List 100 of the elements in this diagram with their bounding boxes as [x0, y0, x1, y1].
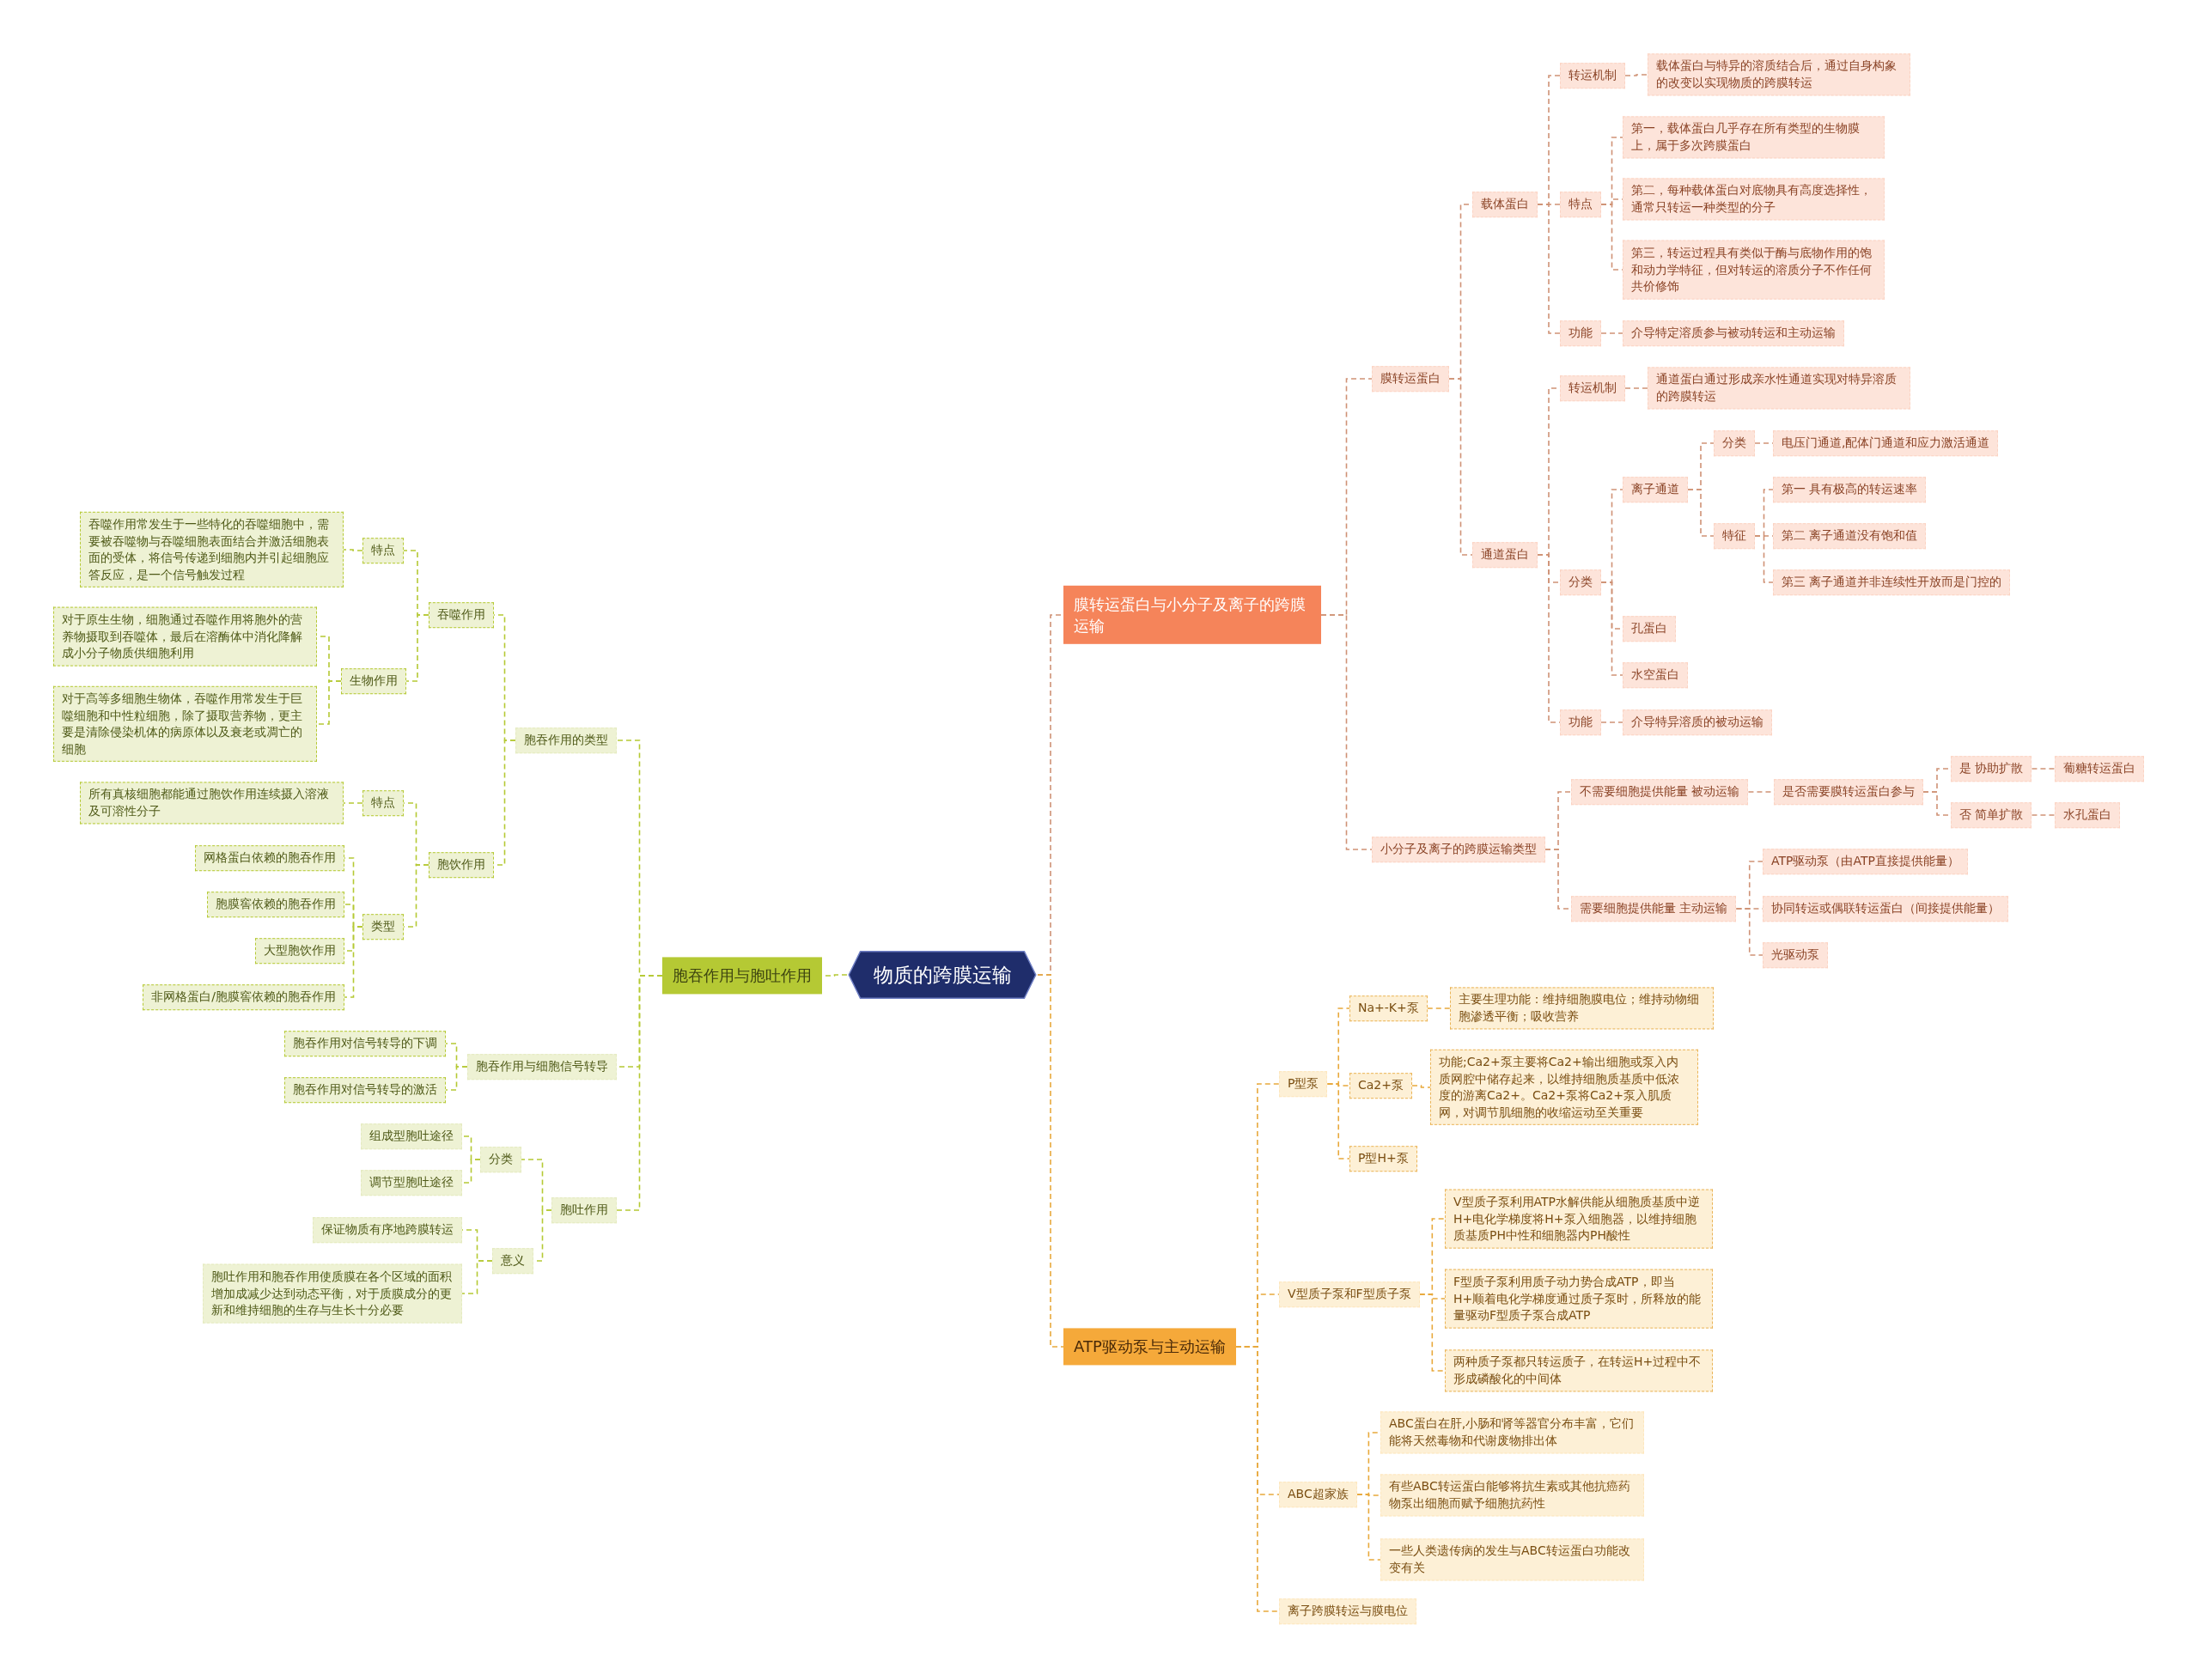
subtopic-box: 调节型胞吐途径 — [361, 1170, 462, 1196]
subtopic-box: P型泵 — [1279, 1071, 1328, 1097]
subtopic-box: 转运机制 — [1560, 375, 1625, 401]
subtopic-box: 特点 — [362, 790, 404, 816]
subtopic-box: P型H+泵 — [1349, 1146, 1417, 1172]
detail-note-box: 第三，转运过程具有类似于酶与底物作用的饱和动力学特征，但对转运的溶质分子不作任何共价修饰 — [1623, 240, 1885, 300]
connector-line — [1600, 332, 1623, 334]
detail-note-box: 有些ABC转运蛋白能够将抗生素或其他抗癌药物泵出细胞而赋予细胞抗药性 — [1380, 1474, 1644, 1517]
subtopic-box: 胞吞作用对信号转导的激活 — [284, 1077, 446, 1103]
detail-note-box: 主要生理功能：维持细胞膜电位；维持动物细胞渗透平衡；吸收营养 — [1450, 987, 1714, 1030]
detail-note-box: 对于高等多细胞生物体，吞噬作用常发生于巨噬细胞和中性粒细胞，除了摄取营养物，更主要是清除侵染机体的病原体以及衰老或凋亡的细胞 — [53, 685, 317, 763]
subtopic-box: 功能 — [1560, 320, 1601, 346]
connector-line — [1600, 721, 1623, 723]
subtopic-box: 保证物质有序地跨膜转运 — [313, 1217, 462, 1243]
subtopic-box: 功能 — [1560, 709, 1601, 735]
detail-note-box: 载体蛋白与特异的溶质结合后，通过自身构象的改变以实现物质的跨膜转运 — [1648, 53, 1910, 96]
detail-note-box: 一些人类遗传病的发生与ABC转运蛋白功能改变有关 — [1380, 1538, 1644, 1581]
main-branch-topic: ATP驱动泵与主动运输 — [1063, 1328, 1236, 1366]
subtopic-box: 否 简单扩散 — [1951, 802, 2032, 828]
connector-line — [1320, 614, 1373, 850]
connector-line — [343, 802, 363, 804]
subtopic-box: 大型胞饮作用 — [255, 938, 344, 964]
subtopic-box: 是 协助扩散 — [1951, 756, 2032, 782]
subtopic-box: 是否需要膜转运蛋白参与 — [1774, 779, 1923, 805]
central-topic: 物质的跨膜运输 — [847, 950, 1038, 1000]
connector-line — [1537, 204, 1561, 334]
subtopic-box: ABC超家族 — [1279, 1482, 1357, 1507]
detail-note-box: ABC蛋白在肝,小肠和肾等器官分布丰富，它们能将天然毒物和代谢废物排出体 — [1380, 1411, 1644, 1454]
connector-line — [316, 680, 342, 725]
connector-line — [405, 614, 429, 682]
detail-note-box: 对于原生生物，细胞通过吞噬作用将胞外的营养物摄取到吞噬体，最后在溶酶体中消化降解成小分子物质供细胞利用 — [53, 606, 317, 667]
subtopic-box: 小分子及离子的跨膜运输类型 — [1372, 837, 1545, 862]
connector-line — [1754, 535, 1774, 583]
detail-note-box: V型质子泵利用ATP水解供能从细胞质基质中逆H+电化学梯度将H+泵入细胞器，以维持细胞质基质PH中性和细胞器内PH酸性 — [1445, 1189, 1713, 1249]
connector-line — [2031, 768, 2056, 770]
connector-line — [1426, 1007, 1451, 1009]
subtopic-box: 胞吞作用与细胞信号转导 — [467, 1054, 617, 1080]
detail-note-box: F型质子泵利用质子动力势合成ATP，即当H+顺着电化学梯度通过质子泵时，所释放的能量驱动F型质子泵合成ATP — [1445, 1269, 1713, 1329]
connector-line — [1687, 489, 1715, 537]
subtopic-box: 水孔蛋白 — [2055, 802, 2120, 828]
detail-note-box: 第一，载体蛋白几乎存在所有类型的生物膜上，属于多次跨膜蛋白 — [1623, 116, 1885, 159]
subtopic-box: 介导特定溶质参与被动转运和主动运输 — [1623, 320, 1844, 346]
subtopic-box: 不需要细胞提供能量 被动运输 — [1571, 779, 1749, 805]
subtopic-box: 光驱动泵 — [1763, 942, 1828, 968]
subtopic-box: 组成型胞吐途径 — [361, 1123, 462, 1149]
subtopic-box: V型质子泵和F型质子泵 — [1279, 1281, 1420, 1307]
main-branch-topic: 胞吞作用与胞吐作用 — [662, 957, 822, 995]
subtopic-box: 载体蛋白 — [1472, 192, 1538, 217]
subtopic-box: 葡糖转运蛋白 — [2055, 756, 2144, 782]
subtopic-box: 分类 — [480, 1147, 521, 1172]
connector-line — [1355, 1494, 1381, 1561]
subtopic-box: ATP驱动泵（由ATP直接提供能量） — [1763, 849, 1968, 874]
subtopic-box: 胞膜窖依赖的胞吞作用 — [207, 892, 344, 917]
subtopic-box: 需要细胞提供能量 主动运输 — [1571, 896, 1737, 922]
connector-line — [1624, 74, 1648, 76]
subtopic-box: 第二 离子通道没有饱和值 — [1773, 523, 1927, 549]
subtopic-box: 意义 — [492, 1248, 533, 1274]
subtopic-box: 胞饮作用 — [429, 852, 494, 878]
connector-line — [616, 975, 663, 1211]
subtopic-box: 网格蛋白依赖的胞吞作用 — [195, 845, 344, 871]
subtopic-box: 吞噬作用 — [429, 602, 494, 628]
connector-line — [1418, 1293, 1446, 1372]
subtopic-box: 膜转运蛋白 — [1372, 366, 1449, 392]
subtopic-box: 介导特异溶质的被动运输 — [1623, 709, 1772, 735]
subtopic-box: 协同转运或偶联转运蛋白（间接提供能量） — [1763, 896, 2008, 922]
detail-note-box: 第二，每种载体蛋白对底物具有高度选择性，通常只转运一种类型的分子 — [1623, 178, 1885, 221]
main-branch-topic: 膜转运蛋白与小分子及离子的跨膜运输 — [1063, 585, 1321, 645]
connector-line — [461, 1260, 493, 1294]
connector-line — [1624, 387, 1648, 389]
detail-note-box: 通道蛋白通过形成亲水性通道实现对特异溶质的跨膜转运 — [1648, 367, 1910, 410]
subtopic-box: 水空蛋白 — [1623, 662, 1688, 688]
subtopic-box: Na+-K+泵 — [1349, 995, 1428, 1021]
subtopic-box: 离子跨膜转运与膜电位 — [1279, 1598, 1416, 1624]
subtopic-box: 转运机制 — [1560, 63, 1625, 88]
subtopic-box: 胞吐作用 — [551, 1197, 617, 1223]
connector-line — [1735, 908, 1763, 956]
subtopic-box: Ca2+泵 — [1349, 1073, 1412, 1099]
detail-note-box: 吞噬作用常发生于一些特化的吞噬细胞中，需要被吞噬物与吞噬细胞表面结合并激活细胞表面的受体，将信号传递到细胞内并引起细胞应答反应，是一个信号触发过程 — [80, 511, 344, 588]
subtopic-box: 生物作用 — [341, 668, 406, 694]
connector-line — [445, 1066, 468, 1091]
subtopic-box: 第三 离子通道并非连续性开放而是门控的 — [1773, 569, 2011, 595]
subtopic-box: 胞吞作用对信号转导的下调 — [284, 1031, 446, 1056]
connector-line — [1326, 1083, 1350, 1160]
connector-line — [1037, 974, 1064, 1348]
connector-line — [461, 1159, 481, 1184]
subtopic-box: 电压门通道,配体门通道和应力激活通道 — [1773, 430, 1999, 456]
subtopic-box: 类型 — [362, 914, 404, 940]
subtopic-box: 非网格蛋白/胞膜窖依赖的胞吞作用 — [143, 984, 344, 1010]
connector-line — [1448, 378, 1473, 556]
subtopic-box: 特点 — [362, 538, 404, 563]
connector-line — [344, 926, 363, 998]
subtopic-box: 分类 — [1560, 569, 1601, 595]
connector-line — [1411, 1085, 1431, 1088]
subtopic-box: 孔蛋白 — [1623, 616, 1676, 642]
connector-line — [1600, 581, 1623, 676]
subtopic-box: 分类 — [1714, 430, 1755, 456]
detail-note-box: 两种质子泵都只转运质子，在转运H+过程中不形成磷酸化的中间体 — [1445, 1349, 1713, 1392]
detail-note-box: 胞吐作用和胞吞作用使质膜在各个区域的面积增加成减少达到动态平衡，对于质膜成分的更新和维持细胞的生存与生长十分必要 — [203, 1263, 462, 1324]
subtopic-box: 第一 具有极高的转运速率 — [1773, 477, 1927, 502]
detail-note-box: 功能;Ca2+泵主要将Ca2+输出细胞或泵入内质网腔中储存起来，以维持细胞质基质中低浓度的游离Ca2+。Ca2+泵将Ca2+泵入肌质网，对调节肌细胞的收缩运动至关重要 — [1430, 1049, 1698, 1126]
